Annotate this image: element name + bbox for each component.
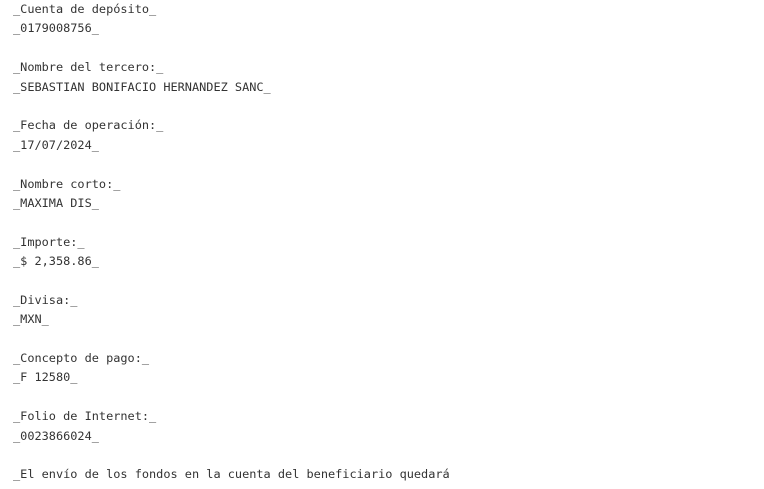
field-value: _0179008756_ xyxy=(13,21,99,36)
field-label: _Nombre del tercero:_ xyxy=(13,60,164,75)
field-nombre-corto: _Nombre corto:_ _MAXIMA DIS_ xyxy=(13,175,764,214)
field-value: _17/07/2024_ xyxy=(13,137,99,152)
field-value: _SEBASTIAN BONIFACIO HERNANDEZ SANC_ xyxy=(13,79,271,94)
field-divisa: _Divisa:_ _MXN_ xyxy=(13,291,764,330)
field-concepto-pago: _Concepto de pago:_ _F 12580_ xyxy=(13,349,764,388)
field-label: _Importe:_ xyxy=(13,234,85,249)
field-folio-internet: _Folio de Internet:_ _0023866024_ xyxy=(13,407,764,446)
field-value: _$ 2,358.86_ xyxy=(13,254,99,269)
field-cuenta-deposito: _Cuenta de depósito_ _0179008756_ xyxy=(13,0,764,39)
field-fecha-operacion: _Fecha de operación:_ _17/07/2024_ xyxy=(13,116,764,155)
footer-text: _El envío de los fondos en la cuenta del… xyxy=(13,467,450,482)
field-value: _F 12580_ xyxy=(13,370,78,385)
field-label: _Folio de Internet:_ xyxy=(13,409,157,424)
field-value: _MXN_ xyxy=(13,312,49,327)
field-importe: _Importe:_ _$ 2,358.86_ xyxy=(13,233,764,272)
field-label: _Nombre corto:_ xyxy=(13,176,121,191)
field-label: _Concepto de pago:_ xyxy=(13,351,150,366)
field-nombre-tercero: _Nombre del tercero:_ _SEBASTIAN BONIFAC… xyxy=(13,58,764,97)
field-value: _0023866024_ xyxy=(13,428,99,443)
field-label: _Cuenta de depósito_ xyxy=(13,2,157,16)
field-label: _Divisa:_ xyxy=(13,292,78,307)
field-value: _MAXIMA DIS_ xyxy=(13,195,99,210)
field-label: _Fecha de operación:_ xyxy=(13,118,164,133)
